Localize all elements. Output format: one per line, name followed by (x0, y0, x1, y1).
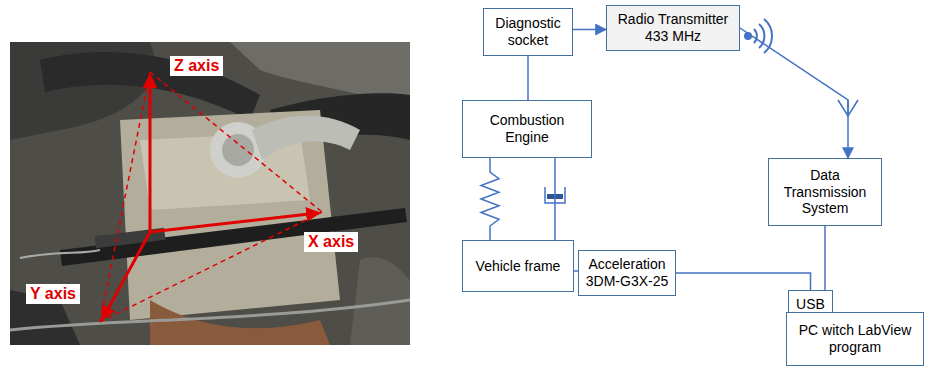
connector (573, 29, 606, 31)
node-text: Acceleration (588, 256, 665, 273)
engine-box: Combustion Engine (462, 100, 592, 158)
connector (554, 158, 556, 240)
connector (824, 226, 826, 290)
node-text: Radio Transmitter 433 MHz (613, 11, 733, 45)
connector (527, 56, 529, 100)
receiver-box: Data Transmission System (768, 158, 882, 226)
node-text: Vehicle frame (476, 258, 561, 275)
axis-label: Y axis (26, 284, 80, 304)
node-text: Data Transmission System (775, 167, 875, 217)
node-text: Combustion Engine (469, 112, 585, 146)
node-text: PC witch LabView program (793, 322, 917, 356)
radio-waves (745, 19, 772, 53)
sensor-box: Acceleration3DM-G3X-25 (578, 250, 676, 296)
socket-box: Diagnostic socket (483, 8, 573, 56)
transmitter-box: Radio Transmitter 433 MHz (606, 5, 740, 51)
axis-triad (100, 72, 322, 322)
connector (676, 273, 811, 290)
node-text: 3DM-G3X-25 (586, 273, 668, 290)
connector (740, 28, 848, 158)
engine-photo (10, 42, 410, 345)
computer-box: PC witch LabView program (786, 312, 924, 366)
frame-box: Vehicle frame (462, 240, 574, 292)
node-text: USB (796, 296, 825, 313)
node-text: Diagnostic socket (490, 15, 566, 49)
axis-label: Z axis (170, 56, 223, 76)
connector (481, 158, 499, 240)
axis-label: X axis (304, 232, 358, 252)
